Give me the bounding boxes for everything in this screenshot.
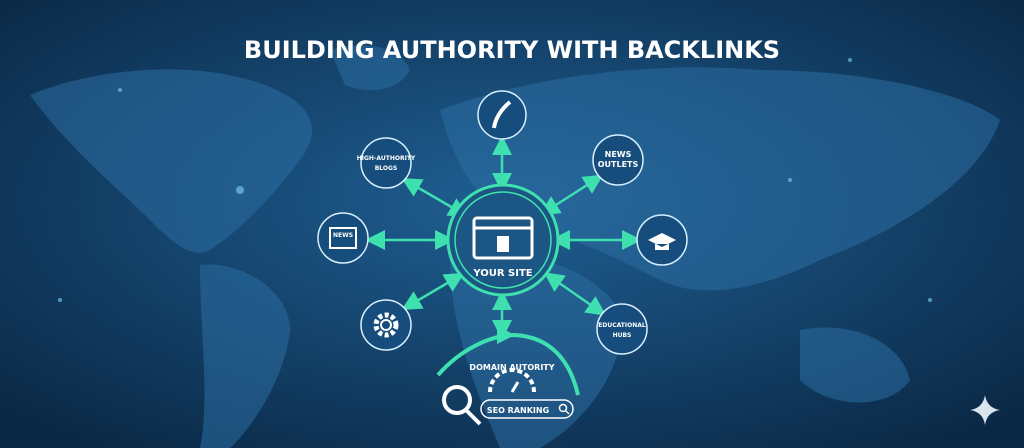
blogs-line-2: BLOGS	[375, 165, 398, 172]
gear-icon	[373, 312, 399, 338]
magnifier-icon	[442, 385, 482, 426]
your-site-node: YOUR SITE	[446, 183, 560, 297]
sparkle-icon	[970, 395, 1000, 425]
gauge-icon	[488, 368, 536, 393]
gauge-needle	[510, 381, 520, 393]
graduation-cap-icon	[648, 233, 676, 250]
browser-castle-icon	[472, 216, 534, 260]
hubs-line-1: EDUCATIONAL	[598, 322, 646, 329]
gear-node	[360, 299, 412, 351]
hubs-node	[596, 303, 648, 355]
hubs-line-2: HUBS	[613, 332, 632, 339]
blogs-node	[360, 137, 412, 189]
page-title: BUILDING AUTHORITY WITH BACKLINKS	[244, 36, 780, 64]
news-outlets-node	[592, 134, 644, 186]
your-site-label: YOUR SITE	[472, 268, 532, 279]
newspaper-node	[317, 212, 369, 264]
news-outlets-line-2: OUTLETS	[598, 160, 639, 169]
quill-node	[477, 90, 527, 140]
domain-authority-label: DOMAIN AUTORITY	[469, 363, 554, 372]
node-circles	[317, 90, 688, 355]
newspaper-icon: NEWS	[329, 227, 357, 249]
seo-ranking-label: SEO RANKING	[487, 406, 549, 415]
growth-arc	[436, 332, 580, 396]
arc-arrowhead	[497, 326, 515, 344]
quill-icon	[492, 100, 512, 129]
svg-text:NEWS: NEWS	[333, 232, 353, 239]
news-outlets-line-1: NEWS	[605, 150, 632, 159]
connector-arrows	[365, 135, 642, 340]
search-icon	[558, 403, 570, 415]
glow-dots	[58, 58, 932, 302]
blogs-line-1: HIGH-AUTHORITY	[357, 155, 416, 162]
seo-ranking-searchbar[interactable]: SEO RANKING	[480, 399, 574, 419]
